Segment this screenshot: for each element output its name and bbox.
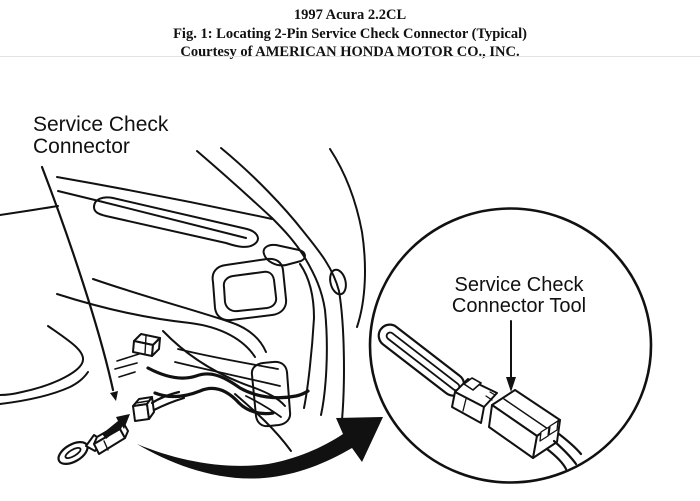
- tool-callout-label: Service Check Connector Tool: [438, 275, 600, 316]
- dashboard-drawing: [0, 147, 366, 452]
- tool-label-line1: Service Check: [454, 274, 584, 296]
- harness-wires: [146, 366, 310, 416]
- swoosh-arrow: [137, 417, 383, 479]
- figure-caption: Fig. 1: Locating 2-Pin Service Check Con…: [173, 25, 527, 42]
- dash-pad: [93, 196, 259, 248]
- dash-end-face: [299, 263, 315, 409]
- inset-tool-body: [488, 389, 561, 459]
- inset-tool-wires: [545, 432, 583, 471]
- hatch-lines: [114, 353, 140, 378]
- service-check-connector: [132, 390, 186, 422]
- connector-label-line1: Service Check: [33, 113, 169, 136]
- connector-bracket: [132, 333, 161, 357]
- leader-arrowhead: [110, 391, 118, 401]
- door-edge: [329, 148, 366, 328]
- lower-panel: [250, 360, 292, 428]
- header-divider: [0, 56, 700, 57]
- tool-label-line2: Connector Tool: [451, 294, 587, 317]
- figure-title: 1997 Acura 2.2CL: [293, 7, 407, 23]
- inset-tool-latch: [451, 377, 498, 424]
- kick-panel: [0, 325, 89, 405]
- inset-tool-drawing: [377, 320, 583, 471]
- tool-to-connector-arrow: [102, 414, 130, 439]
- a-pillar: [196, 147, 345, 421]
- dash-vent: [262, 243, 306, 267]
- inset-label-arrow: [506, 320, 516, 392]
- connector-callout-label: Service Check Connector: [33, 114, 168, 158]
- door-latch: [329, 268, 347, 296]
- connector-leader: [40, 165, 118, 401]
- connector-label-line2: Connector: [33, 135, 130, 158]
